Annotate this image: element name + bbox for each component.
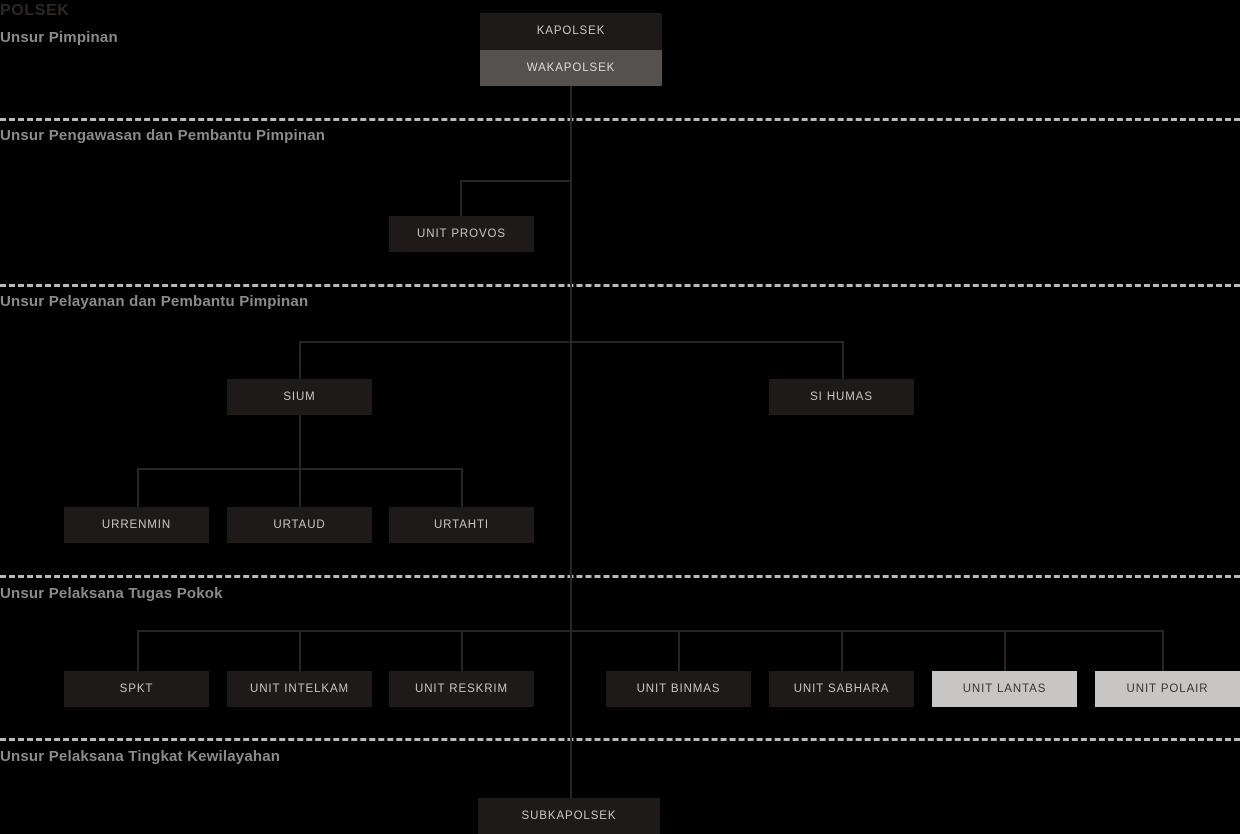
- node-spkt[interactable]: SPKT: [64, 671, 209, 707]
- connector-sihumas-drop: [842, 341, 844, 379]
- section-label-unsur-pengawasan: Unsur Pengawasan dan Pembantu Pimpinan: [0, 127, 326, 144]
- node-urrenmin[interactable]: URRENMIN: [64, 507, 209, 543]
- connector-urtahti-drop: [461, 468, 463, 507]
- connector-urtaud-drop: [299, 468, 301, 507]
- node-unit-provos[interactable]: UNIT PROVOS: [389, 216, 534, 252]
- connector-reskrim-drop: [461, 630, 463, 671]
- node-wakapolsek[interactable]: WAKAPOLSEK: [480, 50, 662, 86]
- section-divider-2: [0, 284, 1240, 287]
- node-urtahti[interactable]: URTAHTI: [389, 507, 534, 543]
- connector-lantas-drop: [1004, 630, 1006, 671]
- node-subkapolsek[interactable]: SUBKAPOLSEK: [478, 798, 660, 834]
- node-urtaud[interactable]: URTAUD: [227, 507, 372, 543]
- node-unit-intelkam[interactable]: UNIT INTELKAM: [227, 671, 372, 707]
- node-sium[interactable]: SIUM: [227, 379, 372, 415]
- section-label-unsur-pelaksana-kewilayahan: Unsur Pelaksana Tingkat Kewilayahan: [0, 748, 281, 765]
- node-unit-binmas[interactable]: UNIT BINMAS: [606, 671, 751, 707]
- connector-provos-drop: [460, 180, 462, 220]
- connector-main-spine: [570, 85, 572, 798]
- connector-sabhara-drop: [841, 630, 843, 671]
- connector-urrenmin-drop: [137, 468, 139, 507]
- connector-level5-horizontal: [137, 630, 1163, 632]
- connector-provos-horizontal: [460, 180, 572, 182]
- section-label-unsur-pelaksana-tugas: Unsur Pelaksana Tugas Pokok: [0, 585, 223, 602]
- section-divider-1: [0, 118, 1240, 121]
- connector-polair-drop: [1162, 630, 1164, 671]
- connector-level3-horizontal: [299, 341, 844, 343]
- section-label-unsur-pelayanan: Unsur Pelayanan dan Pembantu Pimpinan: [0, 293, 309, 310]
- section-divider-4: [0, 738, 1240, 741]
- node-unit-lantas[interactable]: UNIT LANTAS: [932, 671, 1077, 707]
- node-unit-sabhara[interactable]: UNIT SABHARA: [769, 671, 914, 707]
- node-kapolsek[interactable]: KAPOLSEK: [480, 13, 662, 50]
- page-title: POLSEK: [0, 2, 70, 19]
- section-divider-3: [0, 575, 1240, 578]
- connector-intelkam-drop: [299, 630, 301, 671]
- node-unit-polair[interactable]: UNIT POLAIR: [1095, 671, 1240, 707]
- connector-sium-drop: [299, 341, 301, 379]
- node-si-humas[interactable]: SI HUMAS: [769, 379, 914, 415]
- connector-sium-stem: [299, 415, 301, 468]
- node-unit-reskrim[interactable]: UNIT RESKRIM: [389, 671, 534, 707]
- section-label-unsur-pimpinan: Unsur Pimpinan: [0, 29, 118, 46]
- connector-spkt-drop: [137, 630, 139, 671]
- connector-binmas-drop: [678, 630, 680, 671]
